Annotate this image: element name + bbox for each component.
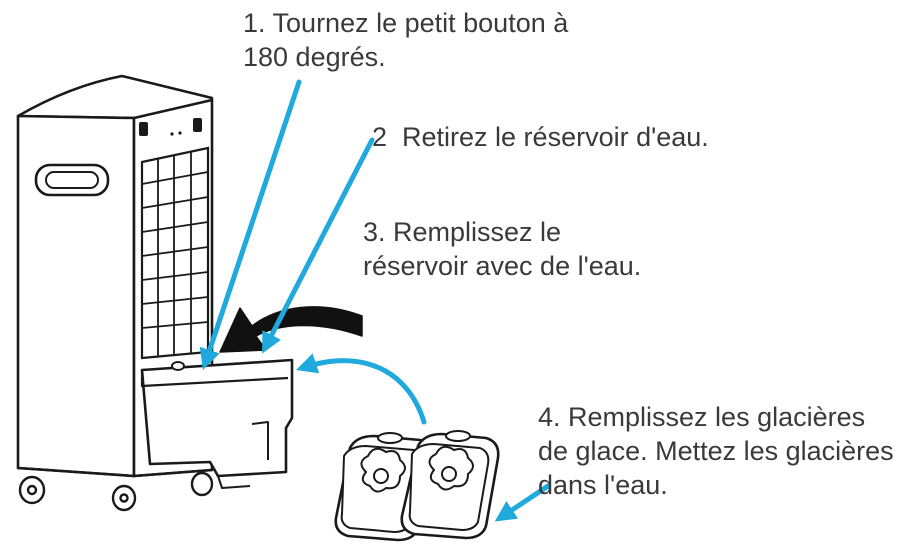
step-4-line-1: 4. Remplissez les glacières [538,402,866,432]
water-tank [140,358,294,489]
step-4-line-2: de glace. Mettez les glacières [538,436,894,466]
callout-arrows [199,79,551,522]
step-3-line-2: réservoir avec de l'eau. [363,251,642,281]
top-knobs [139,118,202,136]
step-2-text: 2 Retirez le réservoir d'eau. [372,120,709,154]
step-2-line-1: 2 Retirez le réservoir d'eau. [372,122,709,152]
arrow-step-4-tank [296,353,427,425]
step-1-text: 1. Tournez le petit bouton à 180 degrés. [243,6,568,74]
tank-body [140,358,294,478]
ice-pack-right [400,430,500,540]
water-pour-arrow [219,306,363,353]
cooler-base [16,466,214,478]
step-3-text: 3. Remplissez le réservoir avec de l'eau… [363,215,641,283]
arrow-step-2 [262,137,375,354]
step-4-line-3: dans l'eau. [538,470,668,500]
step-3-line-1: 3. Remplissez le [363,217,562,247]
caster-wheels [18,471,214,512]
step-4-text: 4. Remplissez les glacières de glace. Me… [538,400,894,502]
arrow-step-4-packs [494,483,551,522]
step-1-line-2: 180 degrés. [243,42,386,72]
arrow-step-1 [199,79,302,370]
step-1-line-1: 1. Tournez le petit bouton à [243,8,569,38]
